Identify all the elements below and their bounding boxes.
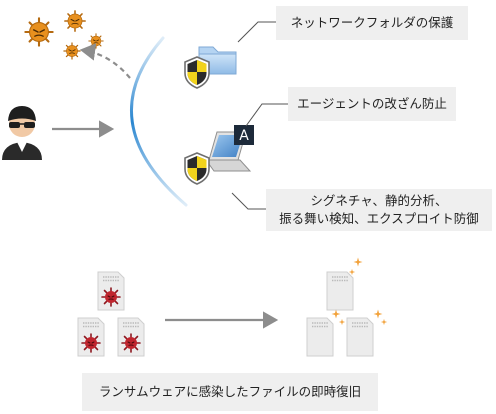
shield-icon	[184, 56, 210, 89]
infected-file-icon	[97, 271, 125, 311]
sparkle-icon	[338, 318, 346, 326]
protection-barrier	[130, 36, 188, 207]
label-agent-protection: エージェントの改ざん防止	[288, 87, 456, 121]
label-network-folder: ネットワークフォルダの保護	[276, 6, 468, 40]
label-text: エージェントの改ざん防止	[297, 96, 447, 111]
restored-file-icon	[326, 271, 354, 311]
connector-lines	[231, 21, 288, 210]
virus-icon	[64, 10, 86, 32]
sparkle-icon	[380, 318, 388, 326]
sparkle-icon	[373, 309, 383, 319]
attacker-icon	[2, 106, 42, 160]
agent-badge-letter: A	[239, 128, 249, 144]
label-text: ランサムウェアに感染したファイルの即時復旧	[98, 384, 362, 399]
infected-file-icon	[77, 317, 105, 357]
virus-icon	[88, 33, 104, 49]
infected-file-icon	[117, 317, 145, 357]
shield-icon	[184, 152, 210, 185]
label-recovery: ランサムウェアに感染したファイルの即時復旧	[82, 373, 378, 411]
infected-files	[77, 271, 145, 357]
restored-file-icon	[346, 317, 374, 357]
label-text: ネットワークフォルダの保護	[290, 15, 454, 30]
virus-icon	[63, 42, 81, 60]
sparkle-icon	[331, 309, 341, 319]
virus-icon	[24, 17, 54, 47]
agent-badge: A	[234, 125, 254, 145]
sparkle-icon	[353, 257, 363, 267]
label-text-line1: シグネチャ、静的分析、	[310, 193, 448, 208]
restored-files	[306, 271, 374, 357]
label-detection: シグネチャ、静的分析、 振る舞い検知、エクスプロイト防御	[266, 189, 492, 231]
deflect-arrow	[79, 43, 131, 79]
restored-file-icon	[306, 317, 334, 357]
label-text-line2: 振る舞い検知、エクスプロイト防御	[279, 211, 479, 226]
